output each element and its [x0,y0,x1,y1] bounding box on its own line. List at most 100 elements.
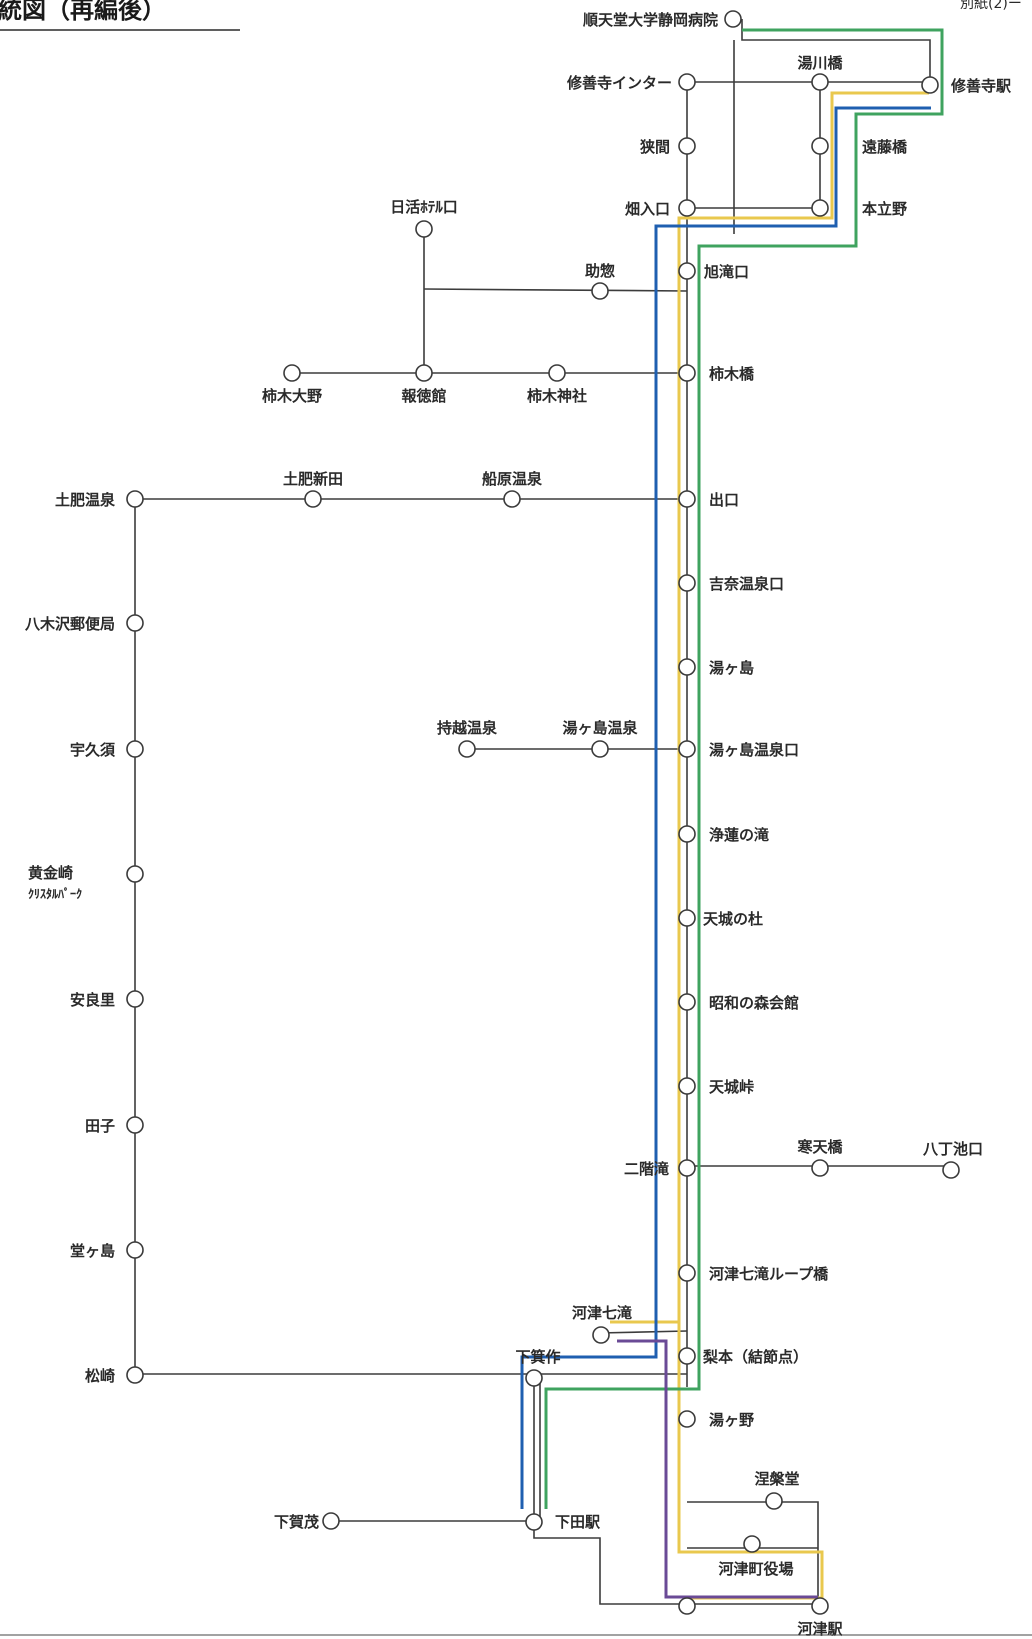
stop-loop-bashi[interactable] [678,1264,696,1282]
label-mochikoshi: 持越温泉 [437,719,498,737]
stop-yugashima-onsen[interactable] [591,740,609,758]
stop-ugusu[interactable] [126,740,144,758]
label-loop-bashi: 河津七滝ループ橋 [709,1265,829,1283]
label-koganezaki-sub: ｸﾘｽﾀﾙﾊﾟｰｸ [28,886,82,901]
sukesou-line [423,288,688,292]
stop-shimoda-station[interactable] [525,1513,543,1531]
nanadaru-line [598,1330,688,1334]
label-funabara-onsen: 船原温泉 [482,470,543,488]
label-kawazu-yakuba: 河津町役場 [718,1560,793,1578]
stop-houtokukan[interactable] [415,364,433,382]
stop-kawazu-station[interactable] [811,1597,829,1615]
label-shimoda-station: 下田駅 [555,1513,601,1531]
stop-showa-mori[interactable] [678,993,696,1011]
stop-yugashima-onsenguchi[interactable] [678,740,696,758]
stop-yagisawa[interactable] [126,614,144,632]
stop-deguchi[interactable] [678,490,696,508]
stop-hatairiguchi[interactable] [678,199,696,217]
label-showa-mori: 昭和の森会館 [709,994,799,1012]
label-yugano: 湯ヶ野 [709,1411,754,1429]
stop-nikaidaru[interactable] [678,1159,696,1177]
stop-kakigi-jinja[interactable] [548,364,566,382]
label-hatchoike: 八丁池口 [922,1140,983,1158]
label-shuzenji-station: 修善寺駅 [950,77,1012,95]
stop-yugashima[interactable] [678,658,696,676]
stop-hatchoike[interactable] [942,1161,960,1179]
label-deguchi: 出口 [709,491,739,509]
stop-endobashi[interactable] [811,137,829,155]
stop-mochikoshi[interactable] [458,740,476,758]
stop-dogashima[interactable] [126,1241,144,1259]
label-amagi-mori: 天城の杜 [703,910,763,928]
stop-yoshina-onsenguchi[interactable] [678,574,696,592]
label-yoshina-onsenguchi: 吉奈温泉口 [709,575,784,593]
blue-route [520,106,931,1509]
label-nanadaru: 河津七滝 [572,1304,632,1322]
stop-arari[interactable] [126,990,144,1008]
label-toi-shinden: 土肥新田 [283,470,343,488]
stop-toi-shinden[interactable] [304,490,322,508]
stop-joren[interactable] [678,825,696,843]
stop-nikkatsu[interactable] [415,220,433,238]
label-nehando: 涅槃堂 [754,1470,799,1488]
label-arari: 安良里 [70,991,115,1009]
yellow-route [677,91,929,1600]
stop-juntendo[interactable] [724,10,742,28]
stop-tago[interactable] [126,1116,144,1134]
label-sukesou: 助惣 [585,262,615,280]
stop-sukesou[interactable] [591,282,609,300]
label-hontachino: 本立野 [862,200,907,218]
purple-route [617,1339,818,1599]
stop-funabara-onsen[interactable] [503,490,521,508]
label-koganezaki: 黄金崎 [28,864,73,882]
label-dogashima: 堂ヶ島 [70,1242,115,1260]
stop-asahitakiguchi[interactable] [678,262,696,280]
label-shuzenji-ic: 修善寺インター [566,74,672,92]
label-shimominosaku: 下箕作 [515,1348,560,1366]
stop-amagi-toge[interactable] [678,1077,696,1095]
stop-kawazu-end[interactable] [678,1597,696,1615]
stop-amagi-mori[interactable] [678,909,696,927]
green-route [544,28,944,1509]
label-nikaidaru: 二階滝 [624,1160,669,1178]
label-yukawabashi: 湯川橋 [797,54,843,72]
base-network [134,19,951,1605]
stop-shuzenji-ic[interactable] [678,73,696,91]
stop-kakigi-oono[interactable] [283,364,301,382]
label-joren: 浄蓮の滝 [709,826,769,844]
stop-koganezaki[interactable] [126,865,144,883]
stop-nanadaru[interactable] [592,1326,610,1344]
juntendo-connector [741,19,931,82]
stop-kakigibashi[interactable] [678,364,696,382]
label-juntendo: 順天堂大学静岡病院 [582,11,718,29]
label-kawazu-station: 河津駅 [797,1620,843,1638]
stop-yukawabashi[interactable] [811,73,829,91]
label-yugashima: 湯ヶ島 [709,659,754,677]
stop-kawazu-yakuba[interactable] [743,1535,761,1553]
stop-nashimoto[interactable] [678,1347,696,1365]
label-hatairiguchi: 畑入口 [624,200,670,218]
label-amagi-toge: 天城峠 [709,1078,754,1096]
stop-yugano[interactable] [678,1410,696,1428]
stop-kantenbashi[interactable] [811,1159,829,1177]
stop-nehando[interactable] [765,1492,783,1510]
stop-shuzenji-station[interactable] [921,76,939,94]
stop-hontachino[interactable] [811,199,829,217]
stop-hazama[interactable] [678,137,696,155]
label-asahitakiguchi: 旭滝口 [703,263,749,281]
stop-matsuzaki[interactable] [126,1366,144,1384]
stop-shimogamo[interactable] [322,1512,340,1530]
stop-toi-onsen[interactable] [126,490,144,508]
stop-shimominosaku[interactable] [525,1369,543,1387]
label-kakigi-oono: 柿木大野 [262,387,322,405]
label-toi-onsen: 土肥温泉 [55,491,116,509]
label-endobashi: 遠藤橋 [862,138,908,156]
label-shimogamo: 下賀茂 [274,1513,319,1531]
stop-labels: 順天堂大学静岡病院 修善寺インター 湯川橋 修善寺駅 狭間 遠藤橋 畑入口 本立… [24,11,1012,1638]
label-hazama: 狭間 [639,138,670,156]
label-yagisawa: 八木沢郵便局 [24,615,115,633]
label-kakigibashi: 柿木橋 [709,365,755,383]
stops [126,10,960,1615]
label-nikkatsu: 日活ﾎﾃﾙ口 [390,198,458,216]
label-tago: 田子 [85,1117,115,1135]
